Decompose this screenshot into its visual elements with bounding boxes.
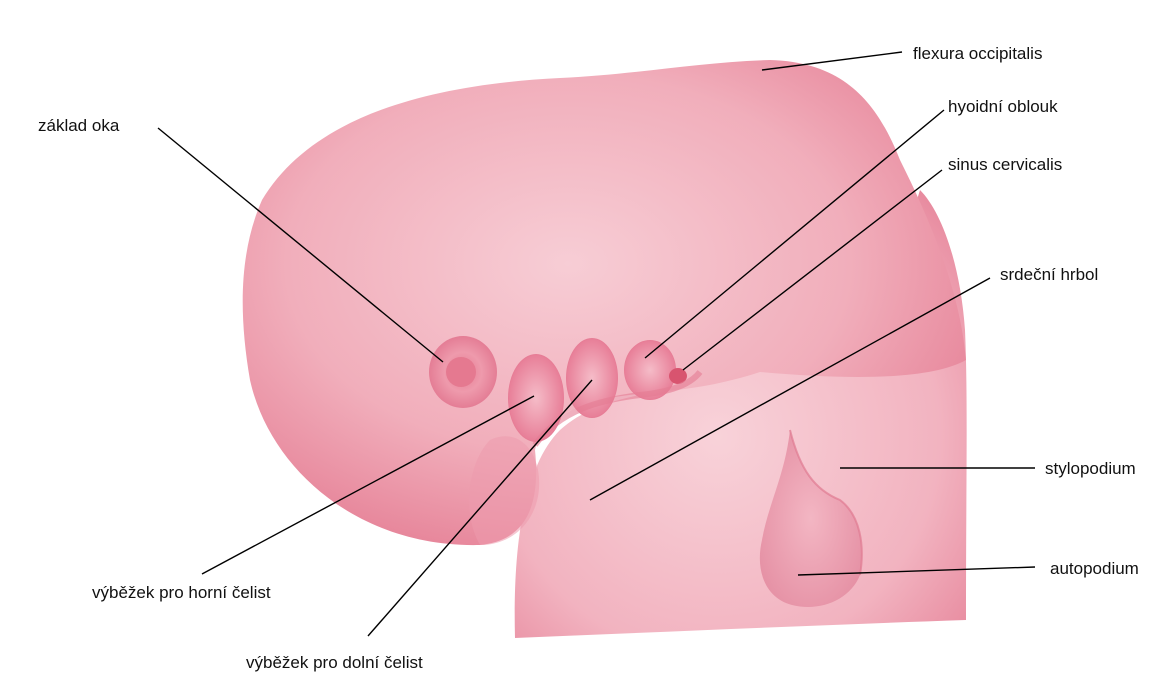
label-flexura-occipitalis: flexura occipitalis bbox=[913, 44, 1042, 63]
label-vybezek-dolni: výběžek pro dolní čelist bbox=[246, 653, 423, 672]
label-srdecni-hrbol: srdeční hrbol bbox=[1000, 265, 1098, 284]
label-hyoidni-oblouk: hyoidní oblouk bbox=[948, 97, 1058, 116]
label-vybezek-horni: výběžek pro horní čelist bbox=[92, 583, 271, 602]
label-autopodium: autopodium bbox=[1050, 559, 1139, 578]
label-stylopodium: stylopodium bbox=[1045, 459, 1136, 478]
maxillary-prominence bbox=[508, 354, 564, 442]
eye-lens bbox=[446, 357, 476, 387]
label-zaklad-oka: základ oka bbox=[38, 116, 120, 135]
label-sinus-cervicalis: sinus cervicalis bbox=[948, 155, 1062, 174]
